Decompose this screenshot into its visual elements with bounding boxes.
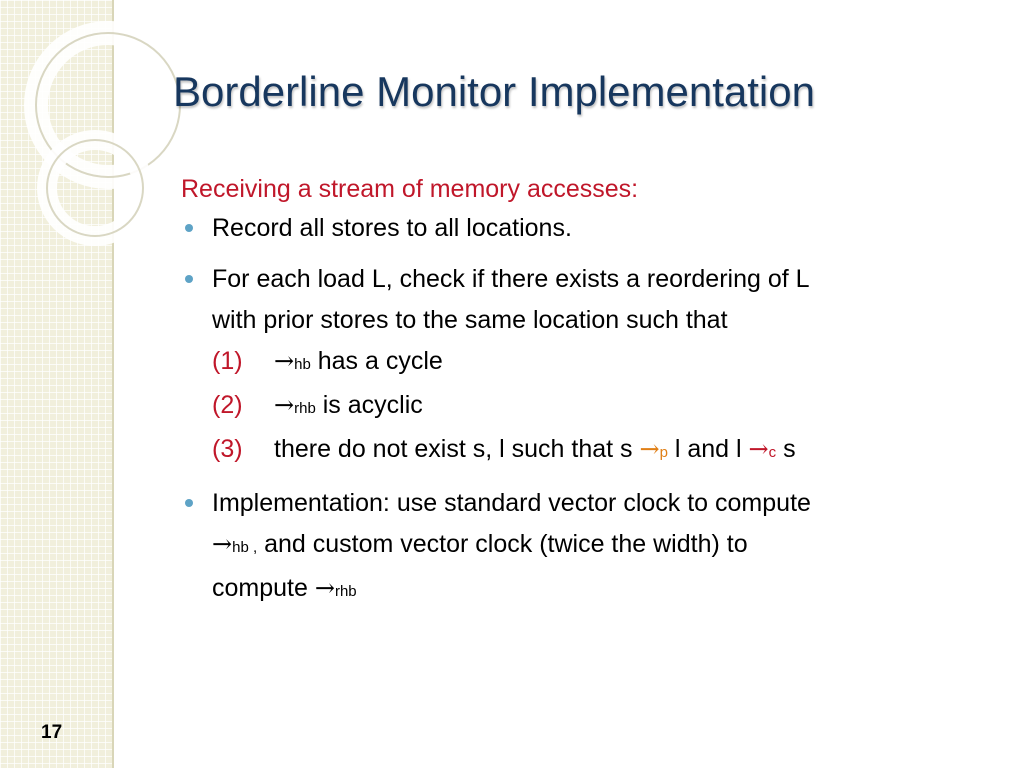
condition-3: (3) there do not exist s, l such that s →… [212, 429, 981, 473]
bullet-implementation: Implementation: use standard vector cloc… [181, 483, 981, 612]
condition-text: is acyclic [315, 391, 423, 419]
arrow-subscript-c: c [768, 444, 777, 461]
arrow-symbol: → [212, 530, 233, 558]
condition-text-b: l and l [667, 435, 749, 463]
arrow-symbol: → [274, 347, 295, 375]
arrow-symbol: → [274, 391, 295, 419]
condition-number: (1) [212, 347, 243, 375]
arrow-subscript: rhb [334, 583, 357, 600]
bullet-record-stores: Record all stores to all locations. [181, 208, 981, 249]
condition-text: has a cycle [310, 347, 443, 375]
condition-number: (3) [212, 435, 243, 463]
bullet-text: and custom vector clock (twice the width… [257, 530, 748, 558]
slide-content: Receiving a stream of memory accesses: R… [181, 170, 981, 612]
arrow-subscript: hb , [232, 539, 258, 556]
bullet-dot [185, 499, 193, 507]
arrow-symbol-p: → [639, 435, 660, 463]
slide-number: 17 [41, 722, 63, 743]
bullet-text-line2: →hb , and custom vector clock (twice the… [212, 524, 981, 568]
side-strip-edge [112, 0, 114, 768]
arrow-subscript-p: p [659, 444, 668, 461]
bullet-text: compute [212, 574, 315, 602]
condition-1: (1) →hb has a cycle [212, 341, 981, 385]
side-pattern-strip [0, 0, 114, 768]
decorative-circles [24, 21, 192, 246]
arrow-subscript: hb [294, 356, 311, 373]
arrow-subscript: rhb [294, 400, 316, 417]
bullet-text-line1: Implementation: use standard vector cloc… [212, 489, 811, 517]
condition-text-c: s [776, 435, 796, 463]
bullet-dot [185, 275, 193, 283]
bullet-check-load: For each load L, check if there exists a… [181, 259, 981, 473]
slide-title: Borderline Monitor Implementation [173, 68, 815, 115]
arrow-symbol-c: → [748, 435, 769, 463]
condition-text-a: there do not exist s, l such that s [274, 435, 640, 463]
bullet-text-line3: compute →rhb [212, 568, 981, 612]
arrow-symbol: → [314, 574, 335, 602]
intro-line: Receiving a stream of memory accesses: [181, 175, 639, 203]
condition-2: (2) →rhb is acyclic [212, 385, 981, 429]
bullet-dot [185, 224, 193, 232]
condition-number: (2) [212, 391, 243, 419]
bullet-text-line2: with prior stores to the same location s… [212, 306, 728, 334]
bullet-text-line1: For each load L, check if there exists a… [212, 265, 810, 293]
bullet-text: Record all stores to all locations. [212, 214, 572, 242]
